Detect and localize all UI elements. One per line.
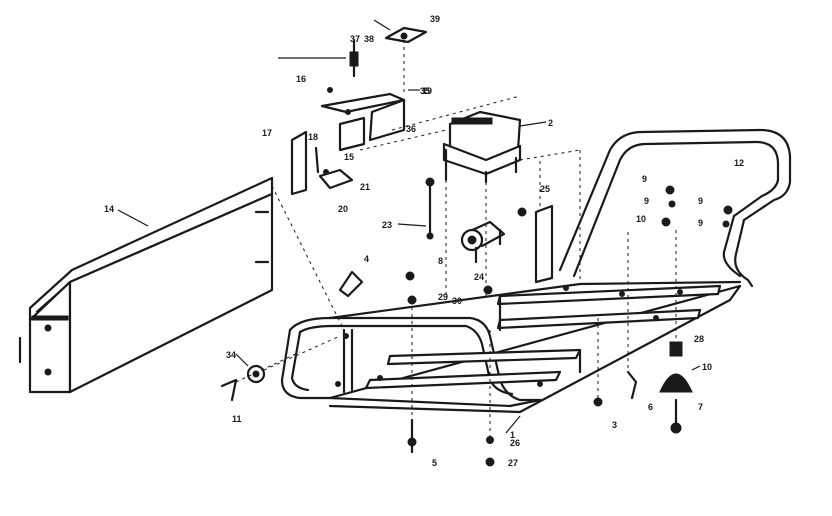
callout-36: 36 xyxy=(406,124,416,134)
callout-1: 1 xyxy=(510,430,515,440)
callout-30: 30 xyxy=(452,296,462,306)
hardware-pieces xyxy=(220,169,733,467)
callout-37: 37 xyxy=(350,34,360,44)
callout-18: 18 xyxy=(308,132,318,142)
callout-20: 20 xyxy=(338,204,348,214)
frame-assembly xyxy=(280,128,792,414)
callout-10a: 10 xyxy=(636,214,646,224)
leader-lines xyxy=(117,19,701,434)
callout-10b: 10 xyxy=(702,362,712,372)
top-plate xyxy=(384,26,428,44)
callout-labels: 1 2 3 4 5 6 7 8 9 9 9 9 10 10 11 12 14 1… xyxy=(104,14,744,468)
callout-28: 28 xyxy=(694,334,704,344)
callout-12: 12 xyxy=(734,158,744,168)
callout-4: 4 xyxy=(364,254,369,264)
callout-2: 2 xyxy=(548,118,553,128)
mount-bracket xyxy=(290,87,406,196)
callout-24: 24 xyxy=(474,272,484,282)
callout-7: 7 xyxy=(698,402,703,412)
callout-21: 21 xyxy=(360,182,370,192)
callout-9c: 9 xyxy=(698,196,703,206)
callout-14: 14 xyxy=(104,204,114,214)
callout-9d: 9 xyxy=(698,218,703,228)
callout-34: 34 xyxy=(226,350,236,360)
callout-29: 29 xyxy=(438,292,448,302)
callout-39: 39 xyxy=(430,14,440,24)
callout-23: 23 xyxy=(382,220,392,230)
callout-17: 17 xyxy=(262,128,272,138)
callout-8: 8 xyxy=(438,256,443,266)
callout-9b: 9 xyxy=(644,196,649,206)
callout-6: 6 xyxy=(648,402,653,412)
starter-motor xyxy=(460,220,506,264)
callout-16: 16 xyxy=(296,74,306,84)
callout-27: 27 xyxy=(508,458,518,468)
callout-3: 3 xyxy=(612,420,617,430)
callout-25: 25 xyxy=(540,184,550,194)
callout-35: 35 xyxy=(420,86,430,96)
callout-5: 5 xyxy=(432,458,437,468)
callout-38: 38 xyxy=(364,34,374,44)
callout-15: 15 xyxy=(344,152,354,162)
engine-unit xyxy=(442,110,522,184)
drive-pulley xyxy=(659,341,693,434)
callout-26: 26 xyxy=(510,438,520,448)
callout-11: 11 xyxy=(232,414,242,424)
callout-19: 19 xyxy=(422,86,432,96)
plug-fitting xyxy=(278,38,359,78)
assembly-guide-lines xyxy=(235,40,677,440)
callout-9a: 9 xyxy=(642,174,647,184)
side-panel xyxy=(18,176,274,394)
